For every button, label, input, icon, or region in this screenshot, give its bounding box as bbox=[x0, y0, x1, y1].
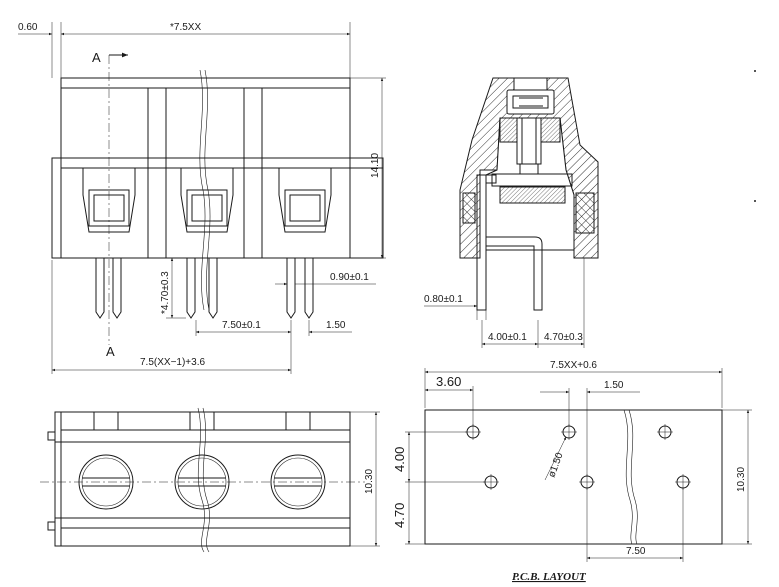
section-mark-bottom: A bbox=[106, 344, 115, 359]
dim-pcb-pitch-label: 7.50 bbox=[626, 546, 646, 557]
dim-pcb-depth-label: 10.30 bbox=[736, 467, 747, 492]
screw-clamp bbox=[499, 117, 561, 175]
dim-pcb-hole-offset: 1.50 bbox=[540, 380, 640, 476]
front-view: 0.60 *7.5XX bbox=[18, 22, 386, 374]
dim-height: 14.10 bbox=[350, 77, 386, 259]
dim-pin-width-label: 0.90±0.1 bbox=[330, 272, 369, 283]
dim-side-pin-rear-label: 4.70±0.3 bbox=[544, 332, 583, 343]
dim-pcb-hole-offset-label: 1.50 bbox=[604, 380, 624, 391]
pcb-holes bbox=[465, 424, 691, 490]
dim-side-pin-width-label: 0.80±0.1 bbox=[424, 294, 463, 305]
dim-offset-label: 0.60 bbox=[18, 22, 38, 33]
side-section-view: 0.80±0.1 4.00±0.1 4.70±0.3 bbox=[424, 77, 599, 348]
dim-side-pin-width: 0.80±0.1 bbox=[424, 294, 487, 320]
wire-entry-2 bbox=[180, 168, 234, 233]
dim-pcb-pitch: 7.50 bbox=[586, 488, 684, 562]
wire-entry-3 bbox=[278, 168, 332, 233]
dim-pin-width: 0.90±0.1 bbox=[275, 272, 376, 286]
dim-total-span: 7.5(XX−1)+3.6 bbox=[51, 260, 292, 374]
dim-pcb-hole-diameter-label: ø1.50 bbox=[546, 451, 565, 479]
dim-top-depth-label: 10.30 bbox=[364, 469, 375, 494]
dim-pcb-edge-offset-label: 3.60 bbox=[436, 374, 461, 389]
dim-side-pin-spacing-label: 4.00±0.1 bbox=[488, 332, 527, 343]
pcb-layout-title: P.C.B. LAYOUT bbox=[512, 571, 587, 583]
dim-pitch: 7.50±0.1 1.50 bbox=[195, 320, 352, 336]
pin-pair-1 bbox=[95, 258, 122, 319]
dim-overall-width-label: *7.5XX bbox=[170, 22, 201, 33]
dim-pcb-hole-diameter: ø1.50 bbox=[544, 436, 567, 481]
dim-pin-offset-label: 1.50 bbox=[326, 320, 346, 331]
top-view: 10.30 bbox=[40, 407, 380, 553]
dim-pcb-edge-offset: 3.60 bbox=[425, 374, 474, 426]
dim-pcb-row-to-edge-label: 4.70 bbox=[392, 503, 407, 528]
pin-pair-2 bbox=[186, 258, 218, 319]
section-line-a: A A bbox=[92, 50, 128, 359]
dim-pcb-row-spacing-label: 4.00 bbox=[392, 447, 407, 472]
pressure-plate bbox=[499, 186, 566, 204]
break-line bbox=[199, 69, 206, 311]
dim-height-label: 14.10 bbox=[370, 153, 381, 178]
dim-pitch-label: 7.50±0.1 bbox=[222, 320, 261, 331]
dim-pcb-overall-width: 7.5XX+0.6 bbox=[424, 360, 723, 408]
dim-pin-length: *4.70±0.3 bbox=[160, 257, 186, 319]
pin-pair-3 bbox=[286, 258, 314, 319]
dim-pcb-depth: 10.30 bbox=[722, 409, 752, 545]
dim-overall-width: 0.60 *7.5XX bbox=[18, 22, 351, 78]
section-mark-top: A bbox=[92, 50, 101, 65]
dim-pcb-overall-width-label: 7.5XX+0.6 bbox=[550, 360, 597, 371]
dim-total-span-label: 7.5(XX−1)+3.6 bbox=[140, 357, 205, 368]
dim-side-pin-spacing: 4.00±0.1 4.70±0.3 bbox=[481, 258, 585, 348]
dim-pin-length-label: *4.70±0.3 bbox=[160, 271, 171, 314]
screw-top-3 bbox=[270, 454, 326, 510]
screw-head bbox=[506, 77, 555, 115]
side-pin-bent bbox=[476, 174, 543, 311]
front-body bbox=[51, 77, 384, 259]
dim-pcb-rows: 4.00 4.70 bbox=[392, 431, 485, 545]
dim-top-depth: 10.30 bbox=[350, 411, 380, 547]
pcb-layout: 7.5XX+0.6 3.60 1.50 ø1.50 4. bbox=[392, 360, 752, 583]
